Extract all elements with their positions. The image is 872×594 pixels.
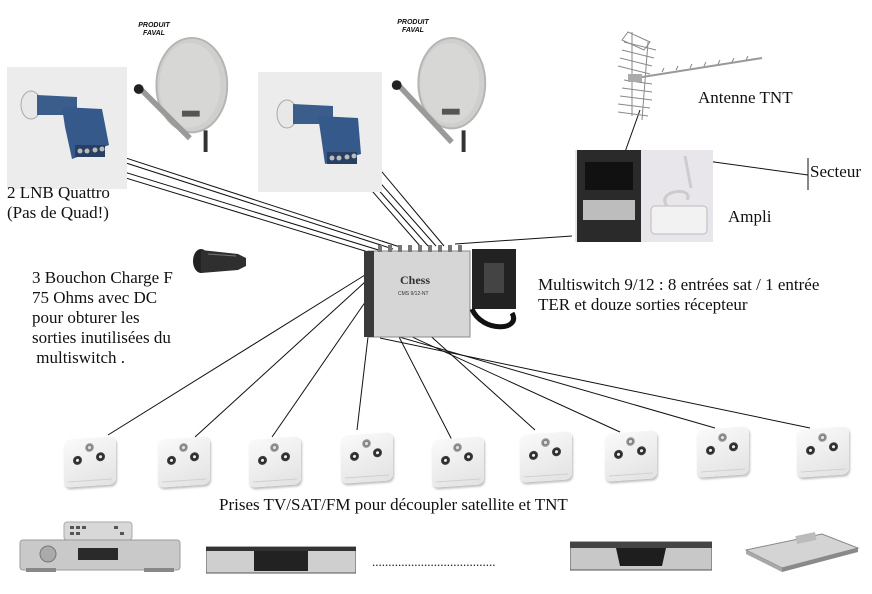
- wall-socket-icon: [520, 431, 572, 483]
- wall-socket-icon: [432, 436, 484, 488]
- multiswitch-brand: Chess: [400, 273, 431, 287]
- amplifier-label: Ampli: [728, 207, 772, 226]
- wall-socket-icon: [605, 430, 657, 482]
- dish-brand-label-2: PRODUIT FAVAL: [393, 19, 433, 35]
- wall-socket-icon: [158, 436, 210, 488]
- cable-out-8: [374, 329, 716, 429]
- dish-brand-line1: PRODUIT: [397, 19, 429, 26]
- lnb-label-line1: 2 LNB Quattro: [7, 183, 110, 202]
- dish-brand-label-1: PRODUIT FAVAL: [134, 22, 174, 38]
- lnb-label: 2 LNB Quattro (Pas de Quad!): [7, 183, 110, 223]
- dish-brand-line2: FAVAL: [402, 27, 424, 34]
- terminator-label: 3 Bouchon Charge F 75 Ohms avec DC pour …: [32, 268, 173, 368]
- lnb-quattro-icon: [20, 90, 109, 159]
- multiswitch-model: CMS 9/12-NT: [398, 291, 429, 297]
- lnb-photo-2: [258, 72, 382, 192]
- cable-out-9: [379, 337, 811, 429]
- satellite-dish-icon: [133, 36, 229, 152]
- terminator-label-line5: multiswitch .: [32, 348, 126, 367]
- satellite-receiver-icon: [19, 521, 181, 572]
- dish-brand-line2: FAVAL: [143, 30, 165, 37]
- multiswitch-icon: [364, 245, 517, 338]
- multiswitch-label-line1: Multiswitch 9/12 : 8 entrées sat / 1 ent…: [538, 275, 820, 294]
- wall-socket-icon: [341, 432, 393, 484]
- satellite-receiver-icon: [570, 541, 712, 571]
- wall-socket-icon: [64, 436, 116, 488]
- terminator-label-line2: 75 Ohms avec DC: [32, 288, 158, 307]
- lnb-photo-1: [7, 67, 127, 189]
- antenna-label: Antenne TNT: [698, 88, 793, 107]
- mains-label: Secteur: [810, 162, 861, 181]
- terminator-label-line4: sorties inutilisées du: [32, 328, 171, 347]
- cable-out-2: [194, 281, 366, 438]
- f-terminator-icon: [193, 249, 246, 273]
- sockets-label: Prises TV/SAT/FM pour découpler satellit…: [219, 495, 568, 514]
- multiswitch-photo: Chess CMS 9/12-NT: [362, 243, 522, 343]
- satellite-dish-icon: [391, 36, 487, 152]
- multiswitch-label-line2: TER et douze sorties récepteur: [538, 295, 748, 314]
- ellipsis-separator: ......................................: [372, 554, 496, 569]
- terminator-label-line1: 3 Bouchon Charge F: [32, 268, 173, 287]
- cable-out-3: [271, 297, 369, 438]
- lnb-quattro-icon: [276, 99, 361, 164]
- lnb-label-line2: (Pas de Quad!): [7, 203, 109, 222]
- cable-lnb2-4: [371, 159, 445, 247]
- amplifier-photo: [575, 150, 713, 242]
- amplifier-icon: [577, 150, 708, 242]
- satellite-receiver-icon: [206, 546, 356, 574]
- wall-socket-icon: [697, 426, 749, 478]
- dish-brand-line1: PRODUIT: [138, 22, 170, 29]
- multiswitch-label: Multiswitch 9/12 : 8 entrées sat / 1 ent…: [538, 275, 819, 315]
- satellite-receiver-icon: [744, 532, 860, 572]
- wall-socket-icon: [249, 436, 301, 488]
- tnt-antenna-icon: [617, 31, 763, 121]
- terminator-label-line3: pour obturer les: [32, 308, 140, 327]
- wall-socket-icon: [797, 426, 849, 478]
